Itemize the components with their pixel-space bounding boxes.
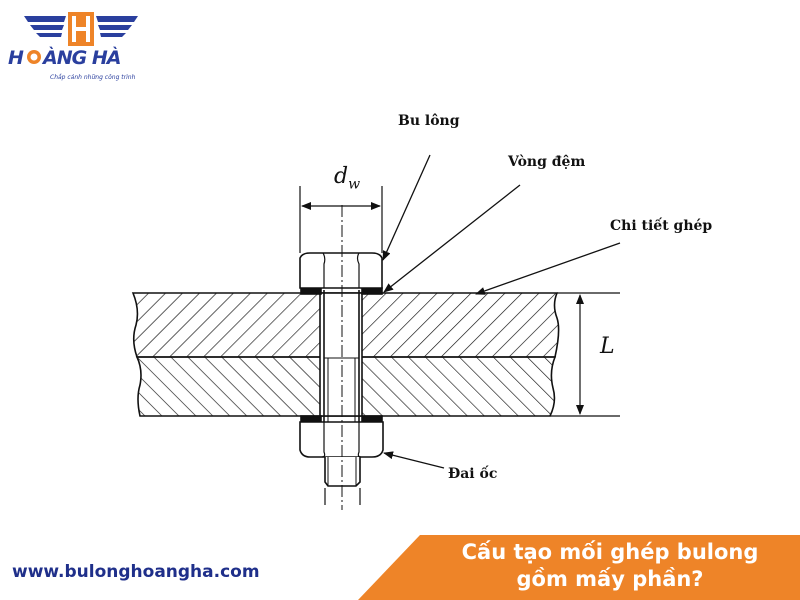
bolt-hole (319, 292, 363, 417)
dw-label-sub: w (348, 176, 361, 193)
svg-text:ÀNG HÀ: ÀNG HÀ (41, 46, 121, 69)
banner-title: Cấu tạo mối ghép bulong gồm mấy phần? (430, 539, 790, 593)
nut (299, 421, 384, 458)
bolt-head (299, 252, 383, 289)
washer-label: Vòng đệm (508, 154, 586, 170)
bolt-leader (382, 154, 431, 261)
title-line-1: Cấu tạo mối ghép bulong (461, 540, 759, 564)
website-link[interactable]: www.bulonghoangha.com (12, 562, 260, 582)
joined-parts-label: Chi tiết ghép (610, 218, 713, 234)
nut-label: Đai ốc (448, 466, 498, 482)
title-line-2: gồm mấy phần? (516, 567, 704, 591)
hoang-ha-logo: H ÀNG HÀ Chắp cánh những công trình (8, 12, 138, 81)
logo-tagline: Chắp cánh những công trình (50, 74, 136, 81)
dw-label: dw (334, 164, 360, 192)
dw-label-d: d (334, 164, 349, 189)
nut-leader (383, 451, 445, 469)
bolt-label: Bu lông (398, 113, 460, 129)
svg-text:H: H (8, 47, 24, 69)
joined-parts-leader (475, 242, 621, 295)
washer-leader (383, 184, 521, 293)
length-label: L (600, 334, 615, 359)
